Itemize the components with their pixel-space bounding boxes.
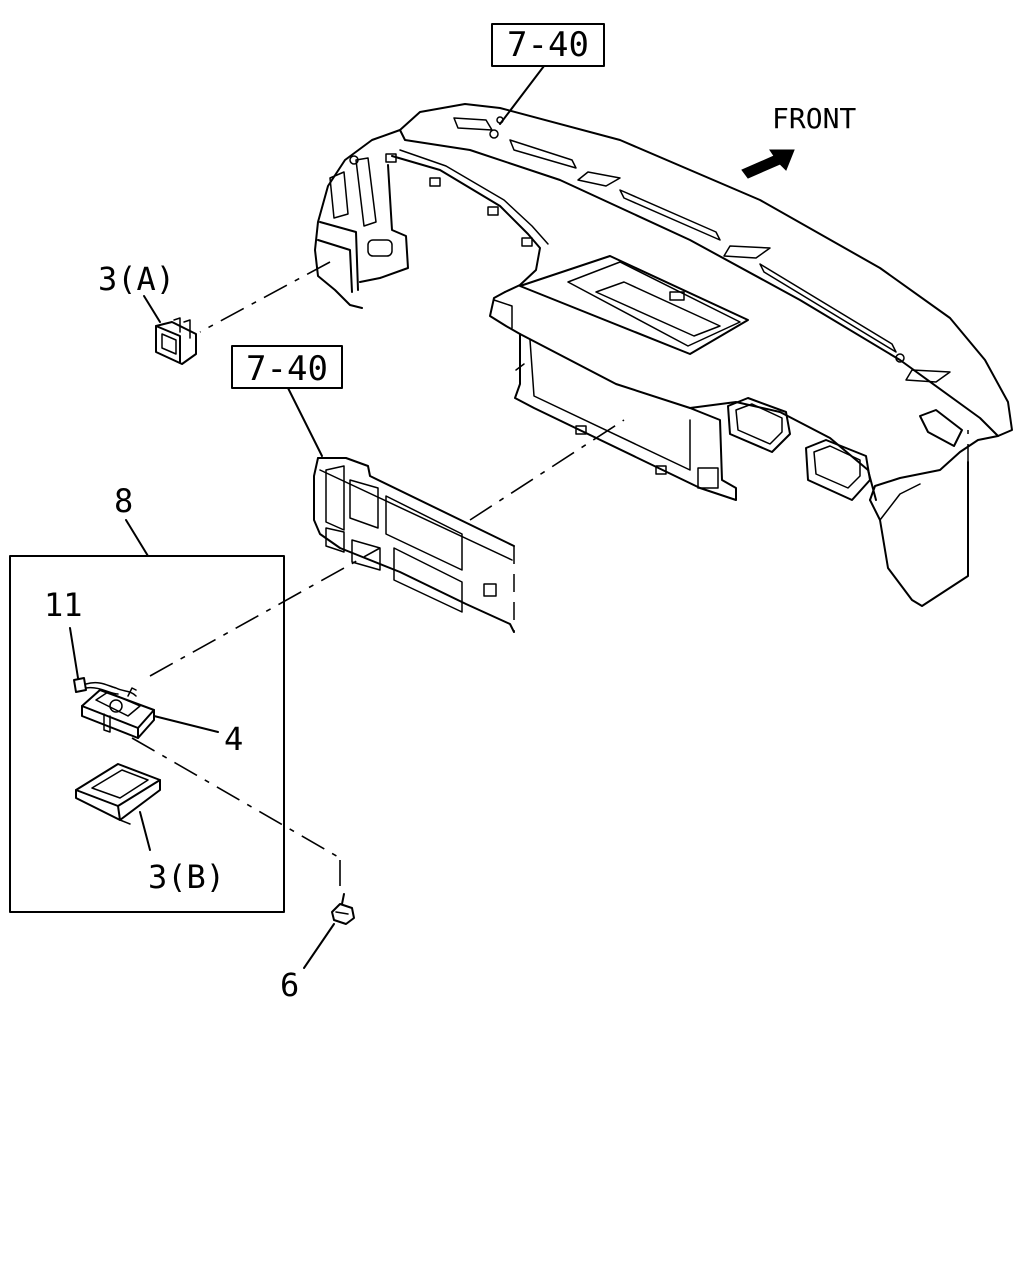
label-part-4: 4 [224, 720, 243, 758]
front-label: FRONT [772, 102, 856, 135]
ref-callout-top-text: 7-40 [507, 25, 589, 65]
ref-callout-top[interactable]: 7-40 [491, 23, 605, 67]
defroster-vents [453, 116, 951, 383]
instrument-panel [313, 103, 1013, 633]
side-air-vents [727, 397, 963, 501]
part-4-socket [81, 687, 219, 739]
ref-callout-mid[interactable]: 7-40 [231, 345, 343, 389]
label-part-6: 6 [280, 966, 299, 1004]
cluster-bezel [313, 457, 515, 633]
label-part-8: 8 [114, 482, 133, 520]
part-3a-pocket [143, 295, 197, 365]
label-part-3a: 3(A) [98, 260, 175, 298]
label-part-3b: 3(B) [148, 858, 225, 896]
label-part-11: 11 [44, 586, 83, 624]
ref-callout-mid-text: 7-40 [246, 349, 328, 389]
front-arrow-icon [741, 149, 795, 179]
part-6-clip [303, 893, 355, 969]
leader-lines [131, 261, 625, 890]
part-3b-tray [75, 763, 161, 851]
part-11-connector [69, 627, 137, 697]
